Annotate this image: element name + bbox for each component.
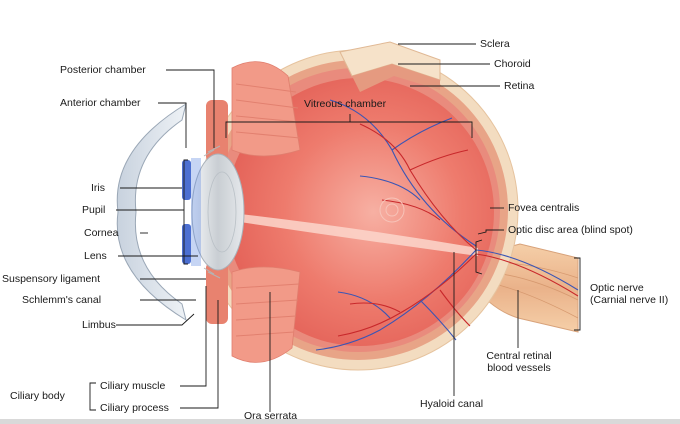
label-central-retinal-blood-vessels: Central retinal blood vessels (486, 350, 552, 374)
label-hyaloid-canal: Hyaloid canal (420, 398, 484, 410)
label-suspensory-ligament: Suspensory ligament (2, 273, 101, 285)
label-optic-nerve: Optic nerve (Carnial nerve II) (590, 282, 669, 306)
label-lens: Lens (84, 250, 107, 262)
ciliary-muscle-top (206, 100, 228, 162)
label-posterior-chamber: Posterior chamber (60, 64, 146, 76)
label-iris: Iris (91, 182, 105, 194)
label-ciliary-muscle: Ciliary muscle (100, 380, 166, 392)
label-sclera: Sclera (480, 38, 510, 50)
leader-lines (89, 43, 581, 412)
retinal-veins (315, 99, 579, 351)
retinal-arteries (337, 123, 579, 337)
label-optic-disc-area: Optic disc area (blind spot) (508, 224, 633, 236)
label-cornea: Cornea (84, 227, 119, 239)
label-schlemms-canal: Schlemm's canal (22, 294, 102, 306)
label-retina: Retina (504, 80, 535, 92)
label-anterior-chamber: Anterior chamber (60, 97, 141, 109)
label-choroid: Choroid (494, 58, 531, 70)
ciliary-body-bottom (231, 266, 301, 363)
cornea-shape (116, 102, 187, 322)
label-pupil: Pupil (82, 204, 106, 216)
label-ciliary-process: Ciliary process (100, 402, 169, 414)
label-limbus: Limbus (82, 319, 116, 331)
label-fovea-centralis: Fovea centralis (508, 202, 580, 214)
label-ciliary-body: Ciliary body (10, 390, 65, 402)
lens-shape (191, 153, 245, 271)
ciliary-muscle-bottom (206, 262, 228, 324)
iris-shape (182, 160, 191, 200)
label-vitreous-chamber: Vitreous chamber (304, 98, 387, 110)
bottom-strip (0, 419, 680, 424)
suspensory-ligament-lines (203, 145, 221, 279)
hyaloid-canal-shape (240, 214, 478, 256)
